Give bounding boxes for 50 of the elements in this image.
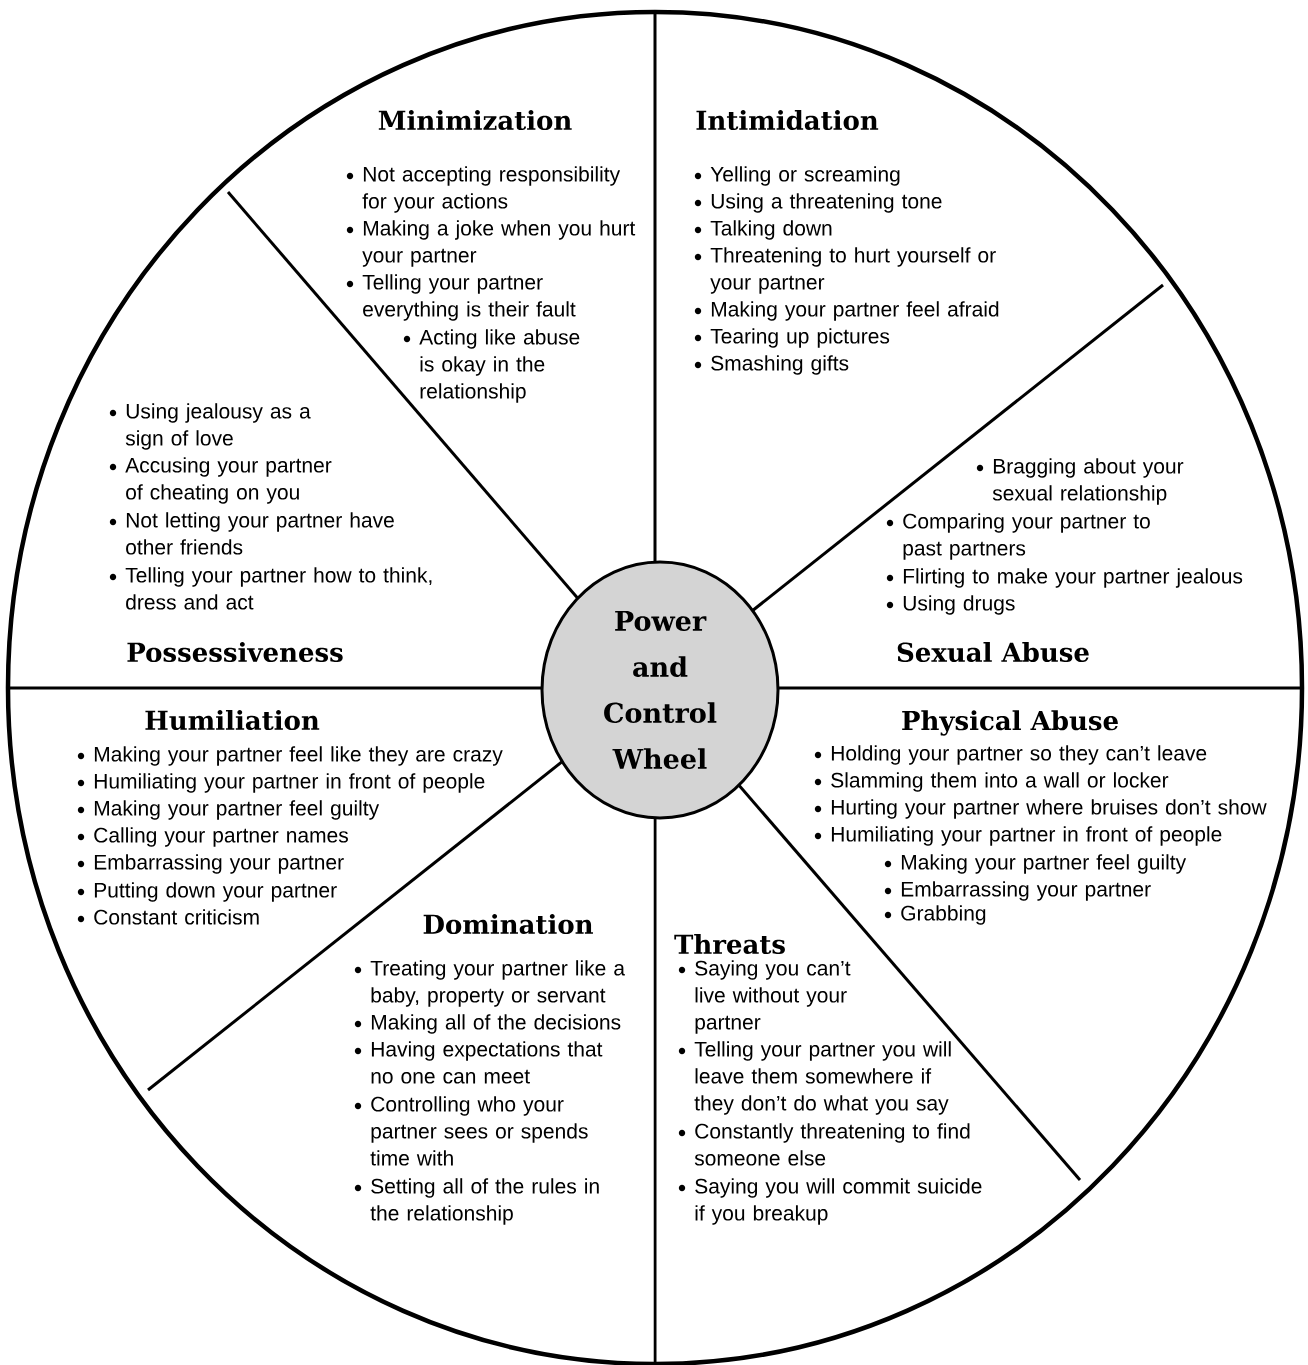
bullet-item: Calling your partner names [77, 827, 348, 847]
bullet-item: Slamming them into a wall or locker [814, 772, 1169, 792]
bullet-item: Talking down [694, 220, 832, 240]
sector-heading: Sexual Abuse [897, 641, 1089, 663]
bullet-item: Accusing your partner of cheating on you [109, 457, 332, 504]
bullet-item: Making your partner feel guilty [77, 800, 380, 820]
sector-heading: Possessiveness [127, 641, 343, 663]
bullet-item: Flirting to make your partner jealous [886, 568, 1243, 588]
bullet-item: Making a joke when you hurt your partner [346, 220, 636, 267]
bullet-item: Comparing your partner to past partners [886, 513, 1150, 560]
bullet-item: Telling your partner you will leave them somewhere if they don’t do what you say [678, 1041, 951, 1115]
bullet-item: Bragging about your sexual relationship [976, 458, 1184, 505]
bullet-item: Treating your partner like a baby, property or servant [354, 960, 625, 1007]
sector-heading: Humiliation [145, 709, 320, 731]
sector-heading: Physical Abuse [902, 710, 1118, 736]
sector-heading: Minimization [378, 109, 572, 131]
bullet-item: Hurting your partner where bruises don’t show [814, 799, 1267, 819]
bullet-item: Not letting your partner have other friends [109, 512, 394, 555]
bullet-item: Yelling or screaming [694, 166, 900, 186]
bullet-item: Setting all of the rules in the relationship [354, 1178, 599, 1225]
bullet-item: Having expectations that no one can meet [354, 1041, 603, 1084]
bullet-item: Making your partner feel guilty [884, 854, 1187, 874]
bullet-item: Making all of the decisions [354, 1014, 621, 1034]
bullet-item: Tearing up pictures [694, 328, 890, 348]
bullet-item: Constantly threatening to find someone else [678, 1123, 970, 1166]
bullet-item: Using jealousy as a sign of love [109, 403, 311, 450]
sector-heading: Threats [674, 933, 785, 955]
bullet-item: Making your partner feel like they are crazy [77, 746, 503, 766]
bullet-item: Putting down your partner [77, 882, 337, 902]
bullet-item: Smashing gifts [694, 355, 849, 375]
sector-heading: Domination [423, 913, 593, 935]
bullet-item: Saying you can’t live without your partner [678, 960, 851, 1034]
bullet-item: Telling your partner how to think, dress and act [109, 567, 432, 610]
bullet-item: Threatening to hurt yourself or your partner [694, 247, 996, 294]
bullet-item: Saying you will commit suicide if you breakup [678, 1178, 982, 1225]
bullet-item: Humiliating your partner in front of people [77, 773, 485, 793]
bullet-item: Embarrassing your partner [77, 854, 344, 874]
sector-heading: Intimidation [696, 109, 879, 131]
bullet-item: Using drugs [886, 595, 1015, 615]
bullet-item: Embarrassing your partner [884, 881, 1151, 901]
bullet-item: Grabbing [884, 905, 986, 925]
bullet-item: Holding your partner so they can’t leave [814, 745, 1207, 765]
bullet-item: Constant criticism [77, 909, 259, 925]
bullet-item: Using a threatening tone [694, 193, 942, 213]
bullet-item: Making your partner feel afraid [694, 301, 999, 321]
bullet-item: Telling your partner everything is their fault [346, 274, 576, 321]
bullet-item: Controlling who your partner sees or spends time with [354, 1096, 588, 1166]
bullet-item: Acting like abuse is okay in the relationship [403, 329, 580, 403]
bullet-item: Not accepting responsibility for your actions [346, 166, 621, 213]
bullet-item: Humiliating your partner in front of people [814, 826, 1222, 846]
